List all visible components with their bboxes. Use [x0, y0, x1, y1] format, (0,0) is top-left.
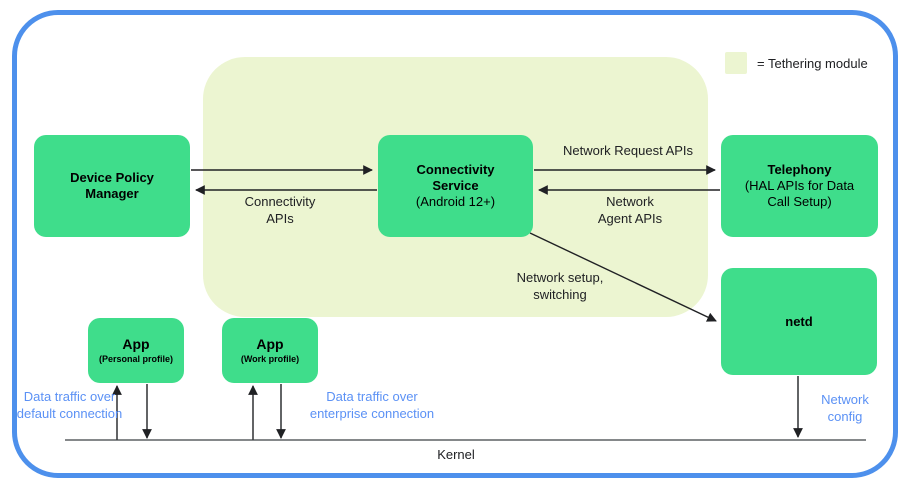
device-frame	[12, 10, 898, 478]
edge-label-data-traffic-default: Data traffic over default connection	[16, 389, 123, 421]
node-telephony[interactable]: Telephony (HAL APIs for Data Call Setup)	[721, 135, 878, 237]
node-subtitle: (Work profile)	[240, 353, 300, 364]
edge-label-network-request-apis: Network Request APIs	[562, 143, 694, 158]
edge-label-network-config: Network config	[821, 392, 869, 424]
node-connectivity-service[interactable]: Connectivity Service (Android 12+)	[378, 135, 533, 237]
node-subtitle-line2: Call Setup)	[767, 193, 832, 209]
node-device-policy-manager[interactable]: Device Policy Manager	[34, 135, 190, 237]
kernel-label: Kernel	[437, 447, 475, 462]
edge-label-connectivity-apis: Connectivity APIs	[244, 194, 316, 226]
node-netd[interactable]: netd	[721, 268, 877, 375]
node-title: Device Policy	[70, 170, 154, 186]
node-subtitle: (HAL APIs for Data	[744, 178, 855, 194]
node-title-line2: Manager	[85, 186, 139, 201]
edge-label-network-agent-apis: Network Agent APIs	[597, 194, 663, 226]
edge-label-data-traffic-enterprise: Data traffic over enterprise connection	[309, 389, 435, 421]
node-title: Telephony	[767, 162, 832, 178]
node-title-line2: Service	[432, 178, 479, 194]
legend: = Tethering module	[725, 52, 868, 74]
node-subtitle: (Android 12+)	[415, 193, 496, 209]
tethering-module-swatch-icon	[725, 52, 747, 74]
node-title: App	[122, 336, 150, 353]
node-title: App	[256, 336, 284, 353]
node-app-personal-profile[interactable]: App (Personal profile)	[88, 318, 184, 383]
edge-cs-to-netd	[529, 232, 717, 322]
node-title: Connectivity	[416, 162, 495, 178]
edge-label-network-setup-switching: Network setup, switching	[516, 270, 604, 302]
legend-label: = Tethering module	[757, 55, 868, 71]
node-subtitle: (Personal profile)	[98, 353, 173, 364]
node-app-work-profile[interactable]: App (Work profile)	[222, 318, 318, 383]
node-title: netd	[785, 313, 813, 329]
